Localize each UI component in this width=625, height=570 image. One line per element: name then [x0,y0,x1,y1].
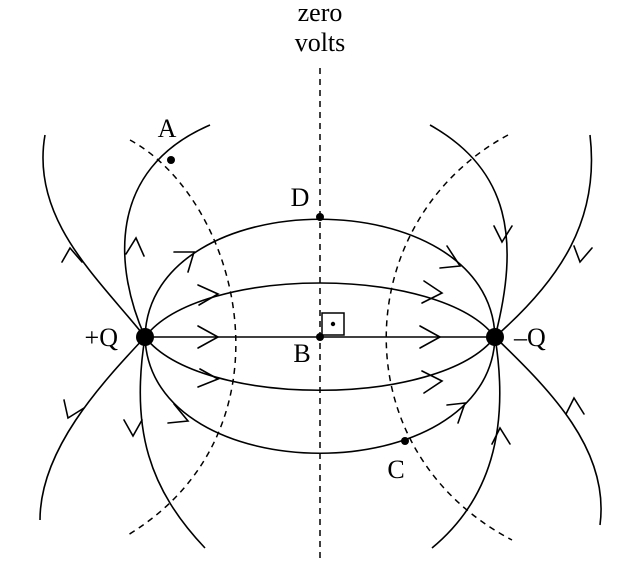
arrow-center-left [197,325,220,349]
point-c-dot [401,437,409,445]
arrow-outer-upper-right [439,245,462,269]
positive-charge-label: +Q [85,323,119,352]
arrow-left-down-a [63,399,85,420]
arrow-inner-lower-left [197,368,220,388]
point-a-label: A [158,114,177,143]
field-line-inner-lower [144,336,496,391]
point-b-dot [316,333,324,341]
point-d-dot [316,213,324,221]
field-line-left-down-b [139,336,206,549]
field-line-right-down-b [431,336,501,549]
arrow-outer-upper-left [173,251,196,273]
arrow-inner-upper-right [421,280,444,304]
field-line-inner-upper [144,282,496,338]
arrow-left-up-b [125,236,145,257]
point-a-dot [167,156,175,164]
field-marker-dot [330,321,336,327]
negative-charge-dot [486,328,504,346]
negative-charge-label: –Q [513,323,546,352]
field-line-outer-lower [144,336,496,455]
field-line-right-down-a [494,336,602,526]
field-line-left-down-a [39,336,146,521]
arrow-center-right [419,325,442,349]
zero-label: zero [298,0,343,27]
field-line-right-up-a [494,134,593,338]
field-line-left-up-a [42,134,146,338]
arrow-outer-lower-right [446,402,467,424]
arrow-inner-lower-right [421,370,444,394]
arrow-outer-lower-left [167,403,190,424]
arrow-left-up-a [61,246,83,263]
point-c-label: C [387,455,404,484]
arrow-right-down-b [491,426,511,445]
point-d-label: D [291,183,310,212]
field-marker-square [321,312,345,336]
arrow-inner-upper-left [197,284,220,306]
arrow-right-down-a [565,396,585,415]
point-b-label: B [293,339,310,368]
arrow-right-up-b [493,225,513,244]
positive-charge-dot [136,328,154,346]
arrow-left-down-b [123,419,143,438]
arrow-right-up-a [573,245,593,264]
volts-label: volts [295,28,346,57]
field-line-left-up-b [123,124,211,338]
field-line-right-up-b [429,124,508,338]
equipotential-right [385,134,513,541]
